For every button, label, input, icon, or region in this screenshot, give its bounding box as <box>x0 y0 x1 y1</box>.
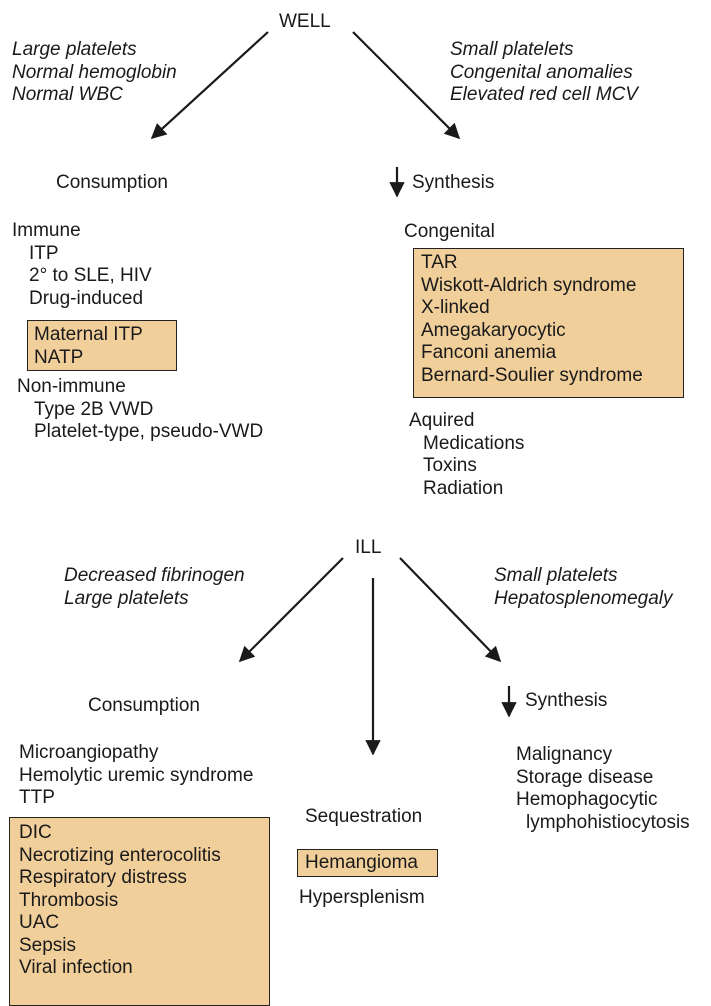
well-left-criteria: Large platelets Normal hemoglobin Normal… <box>12 39 177 107</box>
well-right-criteria: Small platelets Congenital anomalies Ele… <box>450 39 638 107</box>
well-immune-highlight-box: Maternal ITP NATP <box>27 320 177 371</box>
ill-right-criterion: Hepatosplenomegaly <box>494 587 673 609</box>
ill-left-criterion: Decreased fibrinogen <box>64 565 245 586</box>
well-consumption-title: Consumption <box>56 172 168 193</box>
acquired-item: Toxins <box>423 455 477 476</box>
arrow-well-to-synthesis <box>352 31 461 140</box>
ill-synthesis-item: Hemophagocytic <box>516 789 658 810</box>
ill-highlight-item: Sepsis <box>19 934 77 956</box>
highlight-item: Maternal ITP <box>34 324 143 345</box>
ill-synthesis-group: Malignancy Storage disease Hemophagocyti… <box>516 744 690 834</box>
acquired-title: Aquired <box>409 410 475 431</box>
acquired-group: Aquired Medications Toxins Radiation <box>409 410 524 500</box>
arrow-ill-to-synthesis <box>399 557 502 663</box>
immune-item: ITP <box>29 242 59 264</box>
congenital-title: Congenital <box>404 221 495 242</box>
immune-title: Immune <box>12 220 81 241</box>
arrow-ill-to-consumption <box>238 557 344 663</box>
well-non-immune-group: Non-immune Type 2B VWD Platelet-type, ps… <box>17 376 263 444</box>
acquired-item: Radiation <box>423 477 504 499</box>
sequestration-highlight-box: Hemangioma <box>297 849 438 877</box>
well-immune-group: Immune ITP 2° to SLE, HIV Drug-induced <box>12 220 152 310</box>
ill-consumption-title: Consumption <box>88 695 200 716</box>
well-left-criterion: Large platelets <box>12 39 137 60</box>
ill-consumption-item: Hemolytic uremic syndrome <box>19 764 254 786</box>
sequestration-item: Hypersplenism <box>299 887 425 908</box>
congenital-highlight-box: TAR Wiskott-Aldrich syndrome X-linked Am… <box>413 248 684 398</box>
non-immune-item: Platelet-type, pseudo-VWD <box>34 421 264 442</box>
immune-item: Drug-induced <box>29 287 144 309</box>
congenital-item: Bernard-Soulier syndrome <box>421 364 643 386</box>
ill-highlight-item: Necrotizing enterocolitis <box>19 844 221 866</box>
arrow-well-to-consumption <box>150 31 269 140</box>
ill-label: ILL <box>355 537 382 558</box>
non-immune-item: Type 2B VWD <box>34 398 154 420</box>
ill-synthesis-item: Storage disease <box>516 766 654 788</box>
immune-item: 2° to SLE, HIV <box>29 265 152 286</box>
ill-synthesis-item: lymphohistiocytosis <box>526 811 690 833</box>
well-left-criterion: Normal hemoglobin <box>12 61 177 83</box>
ill-highlight-item: DIC <box>19 822 52 843</box>
well-right-criterion: Congenital anomalies <box>450 61 633 83</box>
ill-left-criteria: Decreased fibrinogen Large platelets <box>64 565 245 610</box>
ill-left-criterion: Large platelets <box>64 587 189 609</box>
ill-highlight-item: Respiratory distress <box>19 867 187 888</box>
highlight-item: NATP <box>34 346 84 368</box>
well-right-criterion: Elevated red cell MCV <box>450 84 638 105</box>
acquired-item: Medications <box>423 432 525 454</box>
well-label: WELL <box>279 11 331 32</box>
congenital-item: TAR <box>421 252 458 273</box>
congenital-item: Wiskott-Aldrich syndrome <box>421 274 637 296</box>
well-synthesis-title: Synthesis <box>412 172 495 193</box>
ill-highlight-item: Thrombosis <box>19 889 119 911</box>
ill-consumption-highlight-box: DIC Necrotizing enterocolitis Respirator… <box>9 817 270 1006</box>
well-left-criterion: Normal WBC <box>12 84 123 105</box>
ill-consumption-group: Microangiopathy Hemolytic uremic syndrom… <box>19 742 253 810</box>
sequestration-title: Sequestration <box>305 806 423 827</box>
congenital-item: X-linked <box>421 297 490 318</box>
ill-synthesis-item: Malignancy <box>516 744 613 765</box>
sequestration-highlight-item: Hemangioma <box>305 852 418 873</box>
ill-synthesis-title: Synthesis <box>525 690 608 711</box>
congenital-item: Amegakaryocytic <box>421 319 566 341</box>
ill-right-criterion: Small platelets <box>494 565 618 586</box>
ill-consumption-item: Microangiopathy <box>19 742 159 763</box>
well-right-criterion: Small platelets <box>450 39 574 60</box>
ill-consumption-item: TTP <box>19 787 55 808</box>
congenital-item: Fanconi anemia <box>421 342 557 363</box>
ill-highlight-item: Viral infection <box>19 957 133 978</box>
ill-right-criteria: Small platelets Hepatosplenomegaly <box>494 565 673 610</box>
non-immune-title: Non-immune <box>17 376 126 397</box>
ill-highlight-item: UAC <box>19 912 60 933</box>
